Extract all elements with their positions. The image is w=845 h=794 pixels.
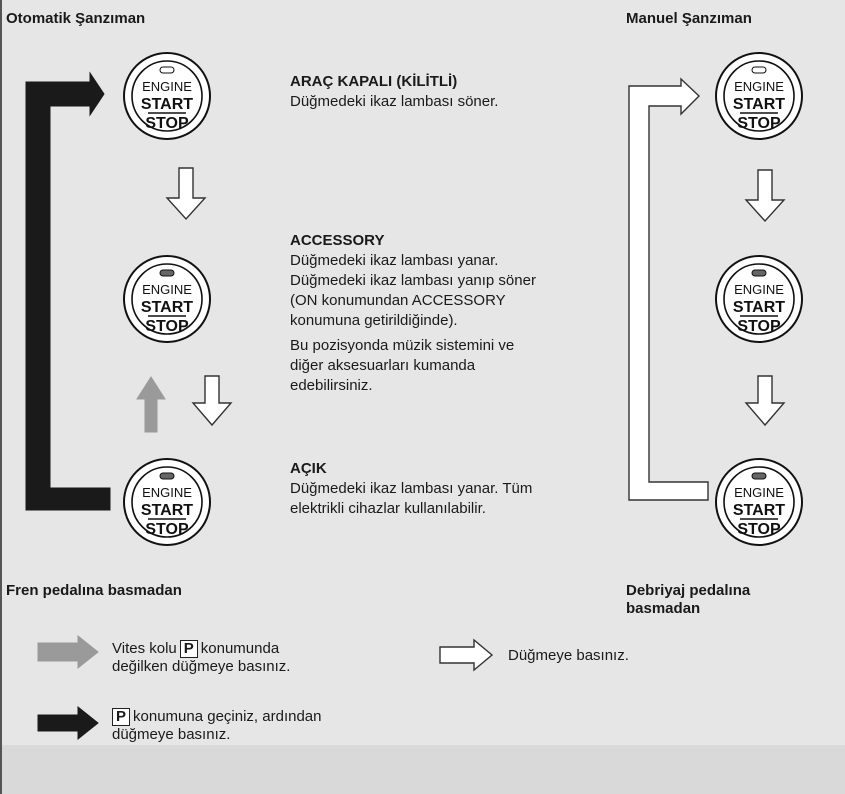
button-label-1: ENGINE [734,282,784,297]
legend-gray-after: konumunda [200,640,280,657]
state-on-description: AÇIK Düğmedeki ikaz lambası yanar. Tüm e… [290,459,532,519]
button-label-2: START [733,96,785,113]
button-label-1: ENGINE [734,485,784,500]
state-on-line: elektrikli cihazlar kullanılabilir. [290,500,486,517]
state-accessory-description: ACCESSORY Düğmedeki ikaz lambası yanar. … [290,231,536,396]
indicator-lamp-icon [159,472,175,480]
button-label-3: STOP [145,521,189,538]
black-loop-arrow [25,71,111,511]
indicator-lamp-icon [159,269,175,277]
button-label-2: START [141,299,193,316]
p-position-box: P [112,708,131,726]
state-accessory-title: ACCESSORY [290,232,385,249]
button-label-3: STOP [737,115,781,132]
button-label-1: ENGINE [142,282,192,297]
button-label-2: START [141,502,193,519]
state-off-title: ARAÇ KAPALI (KİLİTLİ) [290,73,458,90]
state-accessory-note: Bu pozisyonda müzik sistemini ve [290,337,515,354]
state-off-description: ARAÇ KAPALI (KİLİTLİ) Düğmedeki ikaz lam… [290,72,498,112]
button-label-1: ENGINE [142,79,192,94]
engine-button-off-manual: ENGINE START STOP [714,51,804,141]
button-label-3: STOP [737,318,781,335]
legend-black-line2: düğmeye basınız. [112,726,231,743]
engine-button-accessory-automatic: ENGINE START STOP [122,254,212,344]
down-arrow-right-2 [744,375,786,427]
button-label-3: STOP [145,318,189,335]
legend-gray-arrow-icon [37,634,99,670]
button-label-2: START [733,502,785,519]
state-accessory-line: konumuna getirildiğinde). [290,312,458,329]
gray-up-arrow [136,376,166,433]
down-arrow-left-2 [191,375,233,427]
state-accessory-line: (ON konumundan ACCESSORY [290,292,506,309]
left-border [0,0,2,794]
p-position-box: P [179,640,198,658]
legend-gray-before: Vites kolu [112,640,177,657]
legend-white-arrow-icon [439,638,494,672]
white-loop-arrow [628,77,709,501]
button-label-2: START [733,299,785,316]
legend-gray-line2: değilken düğmeye basınız. [112,658,291,675]
engine-start-stop-icon: ENGINE START STOP [715,458,803,546]
engine-start-stop-icon: ENGINE START STOP [715,52,803,140]
heading-manual: Manuel Şanzıman [626,10,752,27]
state-off-line: Düğmedeki ikaz lambası söner. [290,93,499,110]
state-accessory-note: edebilirsiniz. [290,377,373,394]
indicator-lamp-icon [751,472,767,480]
state-accessory-line: Düğmedeki ikaz lambası yanıp söner [290,272,536,289]
indicator-lamp-icon [751,66,767,74]
heading-brake-pedal: Fren pedalına basmadan [6,582,182,599]
legend-black-arrow-icon [37,705,99,741]
indicator-lamp-icon [159,66,175,74]
lower-band [2,745,845,794]
state-accessory-line: Düğmedeki ikaz lambası yanar. [290,252,499,269]
engine-button-accessory-manual: ENGINE START STOP [714,254,804,344]
button-label-1: ENGINE [734,79,784,94]
engine-start-stop-icon: ENGINE START STOP [123,255,211,343]
button-label-2: START [141,96,193,113]
button-label-1: ENGINE [142,485,192,500]
legend-white-text: Düğmeye basınız. [508,647,629,664]
button-label-3: STOP [737,521,781,538]
heading-automatic: Otomatik Şanzıman [6,10,146,27]
heading-clutch-pedal: Debriyaj pedalına basmadan [626,582,751,617]
engine-start-stop-icon: ENGINE START STOP [123,458,211,546]
engine-button-on-automatic: ENGINE START STOP [122,457,212,547]
legend-black-after: konumuna geçiniz, ardından [133,708,322,725]
engine-start-stop-icon: ENGINE START STOP [123,52,211,140]
state-accessory-note: diğer aksesuarları kumanda [290,357,476,374]
down-arrow-left-1 [165,167,207,221]
button-label-3: STOP [145,115,189,132]
engine-start-stop-icon: ENGINE START STOP [715,255,803,343]
engine-button-on-manual: ENGINE START STOP [714,457,804,547]
engine-button-off-automatic: ENGINE START STOP [122,51,212,141]
state-on-line: Düğmedeki ikaz lambası yanar. Tüm [290,480,533,497]
state-on-title: AÇIK [290,460,327,477]
down-arrow-right-1 [744,169,786,223]
indicator-lamp-icon [751,269,767,277]
